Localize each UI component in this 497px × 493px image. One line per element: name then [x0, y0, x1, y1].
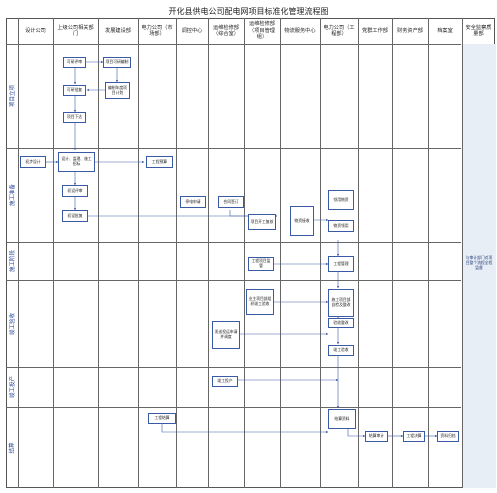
header-separator [6, 44, 461, 45]
col-header-development: 发展建设部 [105, 27, 131, 34]
phase-divider [6, 407, 461, 408]
node-engineering-mgmt: 工程管理 [328, 256, 354, 272]
col-divider [280, 18, 281, 488]
node-preliminary-design: 初步设计 [20, 156, 46, 168]
phase-divider [6, 280, 461, 281]
col-header-engineering: 电力公司（工程部） [323, 24, 355, 38]
col-header-safety: 安全监察质量部 [465, 24, 492, 38]
node-material-collect: 物资领用 [328, 220, 354, 232]
node-tendering: 设计、监理、施工招标 [58, 152, 95, 172]
node-budget: 工程预算 [146, 156, 173, 168]
node-feasibility-review: 可研评审 [63, 57, 86, 68]
node-design-approval: 初设批复 [62, 210, 88, 222]
phase-divider [6, 148, 461, 149]
col-divider [98, 18, 99, 488]
node-dispatch-request: 发送投运申请并调度 [212, 321, 240, 349]
col-divider [138, 18, 139, 488]
col-header-finance: 财务资产部 [397, 27, 423, 34]
col-divider [244, 18, 245, 488]
col-divider [428, 18, 429, 488]
chart-title: 开化县供电公司配电网项目标准化管理流程图 [168, 7, 329, 16]
node-commissioning: 竣工投产 [212, 376, 238, 387]
col-divider [358, 18, 359, 488]
node-design-review: 初设评审 [62, 185, 88, 197]
node-progress-monitor: 工程项目监管 [248, 257, 274, 271]
node-start-review: 项目开工复核 [248, 214, 276, 230]
col-header-design-company: 设计公司 [25, 27, 46, 34]
node-feasibility-prep: 项目可研编制 [103, 57, 131, 68]
phase-divider [6, 367, 461, 368]
node-project-settlement: 工程结算 [148, 413, 176, 424]
node-final-accounts: 工程决算 [403, 431, 425, 442]
side-panel [462, 44, 496, 488]
col-divider [53, 18, 54, 488]
col-header-maintenance-office: 运维检修部（综合室） [213, 24, 239, 38]
col-header-market: 电力公司（市场部） [141, 24, 173, 38]
phase-divider [6, 242, 461, 243]
col-header-logistics: 物流服务中心 [284, 27, 316, 34]
col-header-upper-company: 上级公司相关部门 [57, 24, 94, 38]
col-header-maintenance-project: 运维检修部（项目管理组） [249, 21, 275, 41]
node-material-receipt: 物资接收 [290, 206, 314, 236]
col-header-archive: 档案室 [437, 27, 453, 34]
node-completion-acceptance: 竣工验收 [328, 345, 354, 356]
node-settlement-docs: 结算资料 [328, 409, 356, 429]
node-feasibility-approval: 可研批复 [63, 85, 86, 96]
col-divider [462, 18, 463, 488]
node-owner-acceptance: 业主项目部组织竣工验收 [246, 289, 274, 315]
node-project-issued: 项目下达 [63, 112, 86, 123]
col-divider [320, 18, 321, 488]
col-divider [18, 18, 19, 488]
col-divider [176, 18, 177, 488]
node-self-inspection: 施工项目部自检及整改 [328, 289, 354, 317]
col-divider [392, 18, 393, 488]
node-annual-plan: 编制年度项目计划 [105, 82, 130, 99]
node-material-use: 领用物资 [328, 190, 354, 210]
col-header-dispatch: 调控中心 [181, 27, 203, 34]
node-contract-signing: 合同签订 [218, 196, 244, 208]
node-archive: 资料归档 [437, 431, 459, 442]
col-divider [208, 18, 209, 488]
node-rectification: 验收整改 [328, 318, 354, 328]
node-outage-request: 停电申请 [180, 196, 206, 208]
col-header-party: 党群工作部 [362, 27, 388, 34]
node-settlement-audit: 结算审计 [365, 431, 388, 442]
side-note: 与审计部门对项目整个流程全程监督 [465, 255, 493, 271]
